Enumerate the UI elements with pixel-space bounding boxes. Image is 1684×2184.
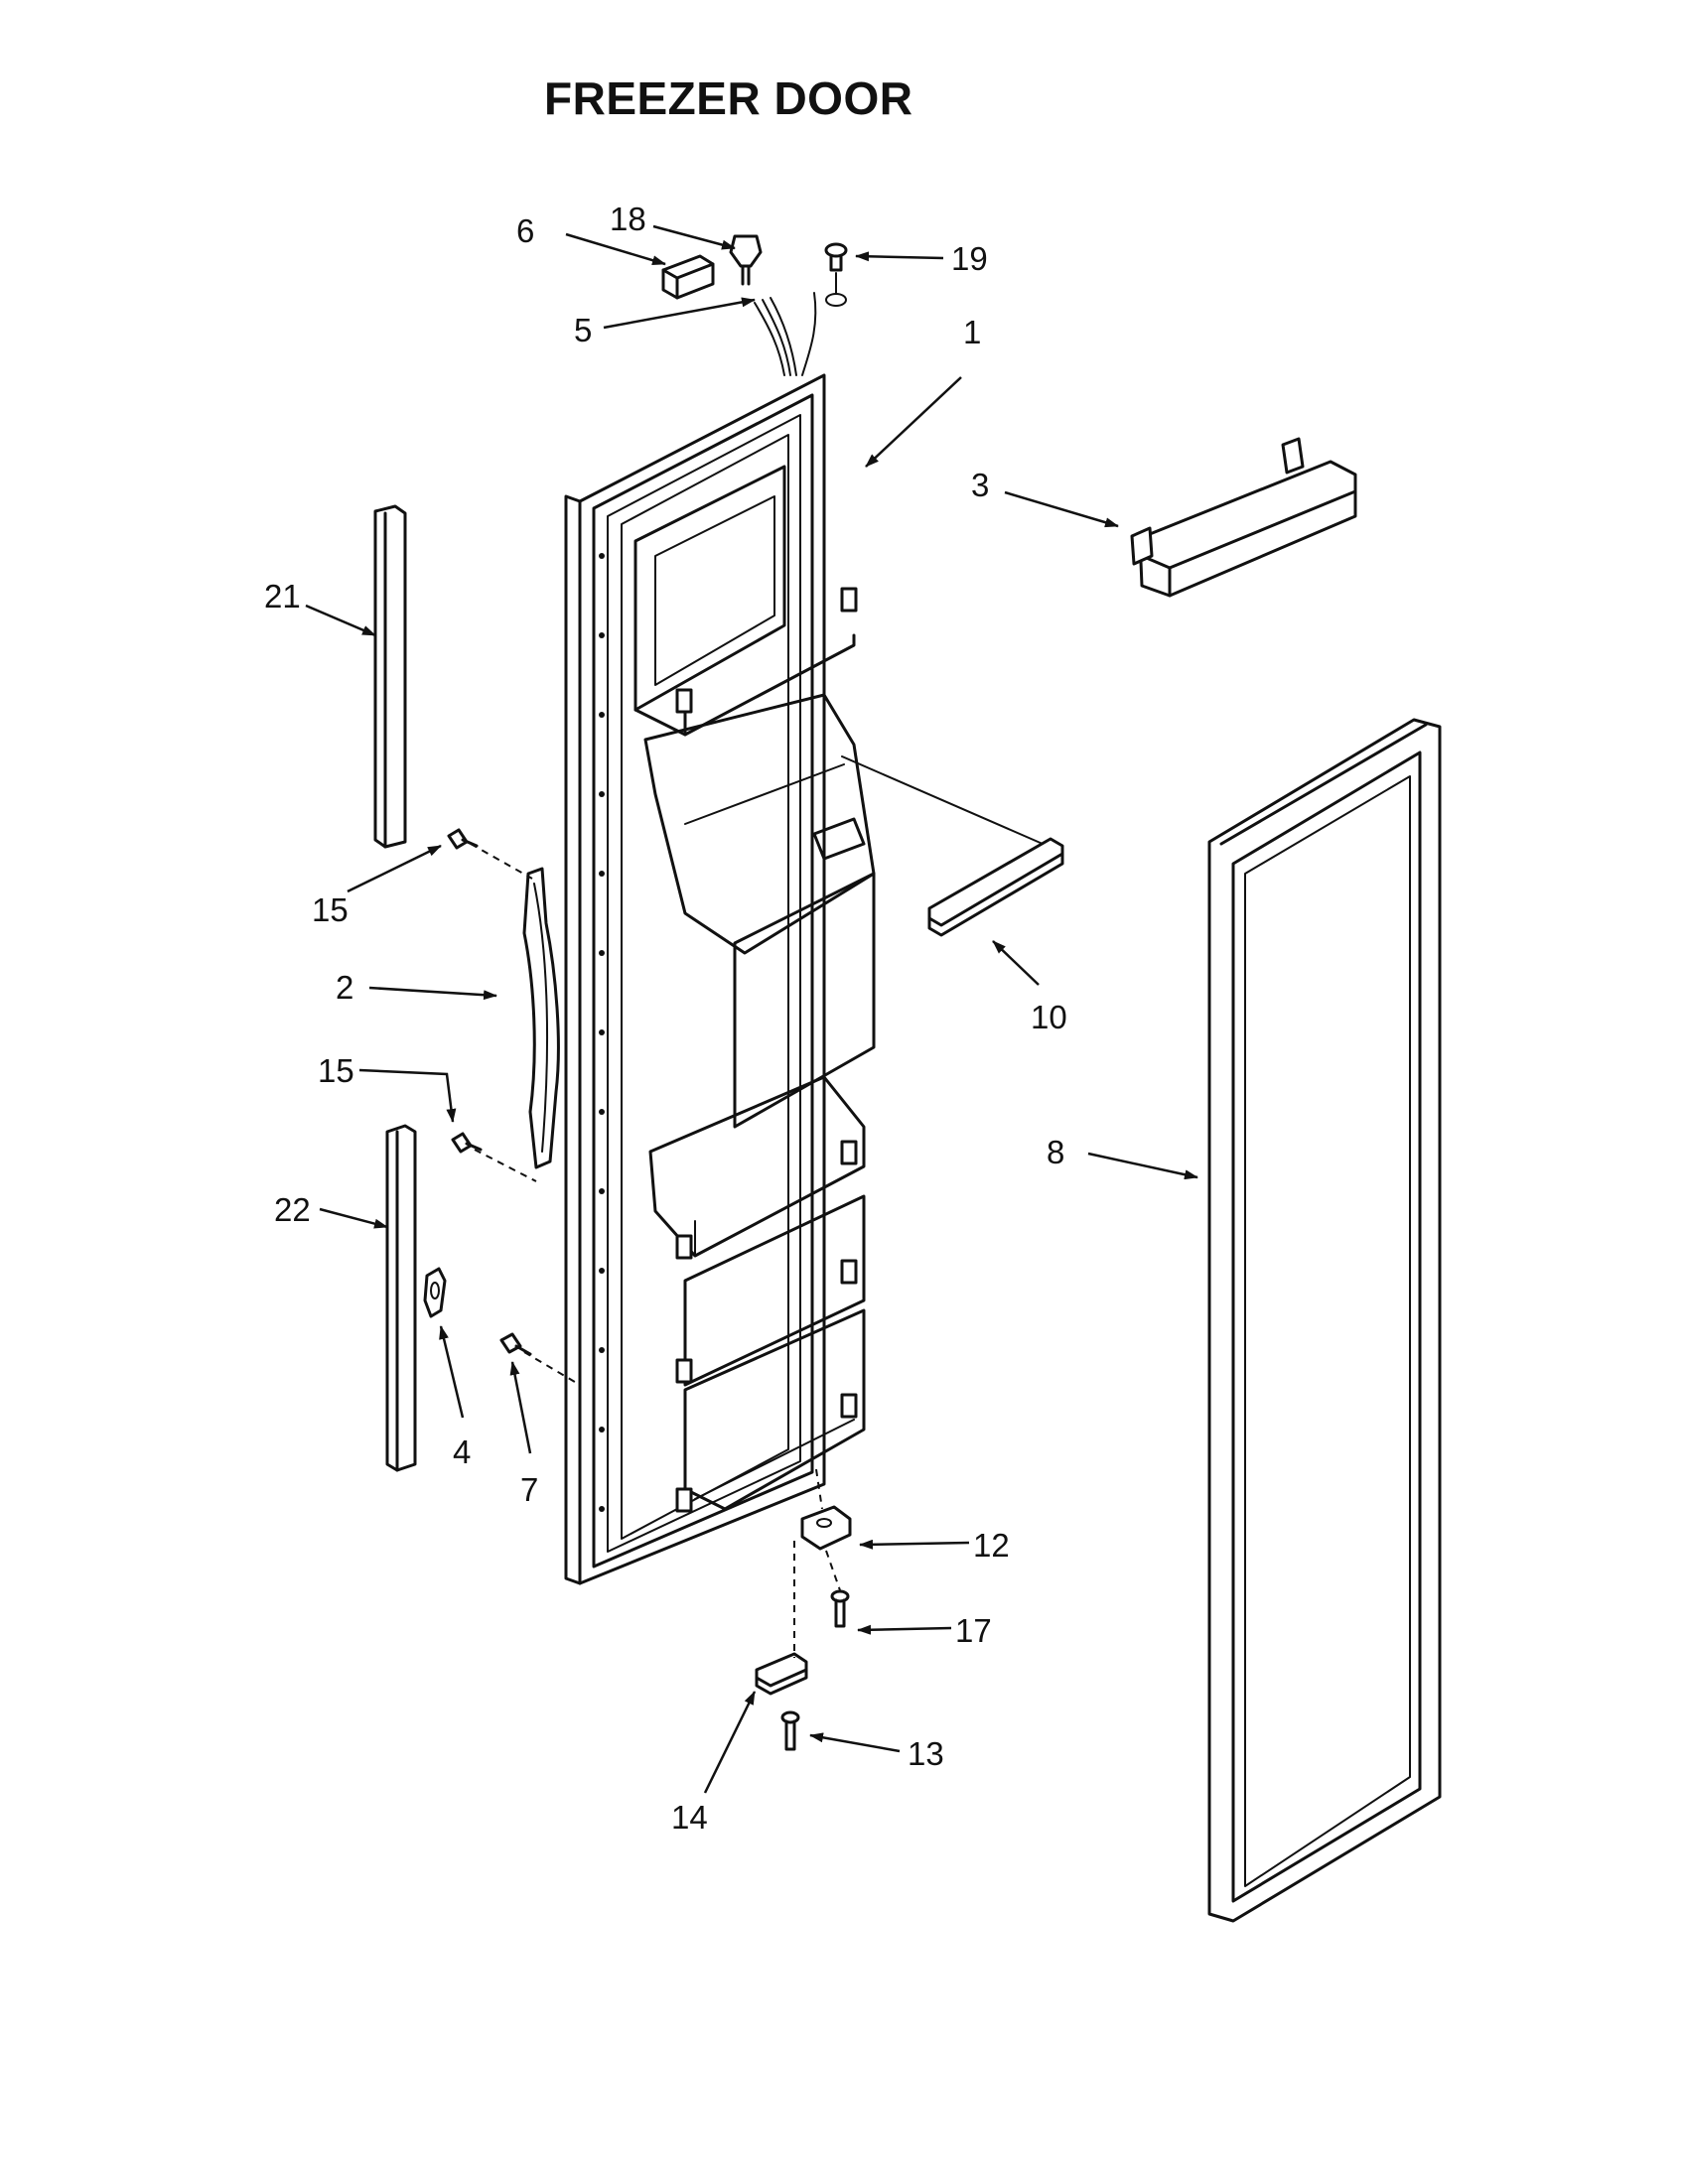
callout-21: 21 [264, 578, 301, 614]
screw-part-13 [780, 1710, 800, 1751]
callout-15-top: 15 [312, 891, 349, 928]
callout-6: 6 [516, 212, 534, 249]
callout-8: 8 [1047, 1134, 1064, 1170]
callout-14: 14 [671, 1799, 708, 1836]
callout-12: 12 [973, 1527, 1010, 1564]
callout-13: 13 [908, 1735, 944, 1772]
screw-part-7 [499, 1332, 532, 1356]
callout-22: 22 [274, 1191, 311, 1228]
handle-part-2 [522, 867, 560, 1169]
door-bar-part-3 [1130, 437, 1357, 598]
callout-2: 2 [336, 969, 353, 1006]
door-screw-holes [599, 553, 605, 1512]
callout-3: 3 [971, 467, 989, 503]
screw-part-17 [830, 1589, 850, 1628]
callout-15-bottom: 15 [318, 1052, 354, 1089]
screw-part-19 [824, 242, 848, 272]
connector-part-6 [661, 254, 715, 300]
callout-1: 1 [963, 314, 981, 350]
plug-part-18 [729, 234, 763, 286]
assembly-lines [470, 843, 841, 1658]
gasket-part-8 [1207, 718, 1442, 1923]
callout-10: 10 [1031, 999, 1067, 1035]
callout-19: 19 [951, 240, 988, 277]
door-panel [564, 373, 876, 1585]
screws-part-15 [447, 828, 483, 1154]
hinge-bracket-part-12 [800, 1505, 852, 1551]
channel-part-10 [841, 755, 1064, 937]
leader-lines [305, 224, 1198, 1794]
clip-part-4 [423, 1267, 447, 1318]
callout-4: 4 [453, 1433, 471, 1470]
trim-strip-part-22 [385, 1124, 417, 1472]
diagram-title: FREEZER DOOR [544, 72, 913, 124]
trim-strip-part-21 [373, 504, 407, 849]
wire-harness [754, 272, 847, 376]
hinge-part-14 [755, 1652, 808, 1696]
callout-5: 5 [574, 312, 592, 348]
callout-7: 7 [520, 1471, 538, 1508]
callout-17: 17 [955, 1612, 992, 1649]
callout-18: 18 [610, 201, 646, 237]
